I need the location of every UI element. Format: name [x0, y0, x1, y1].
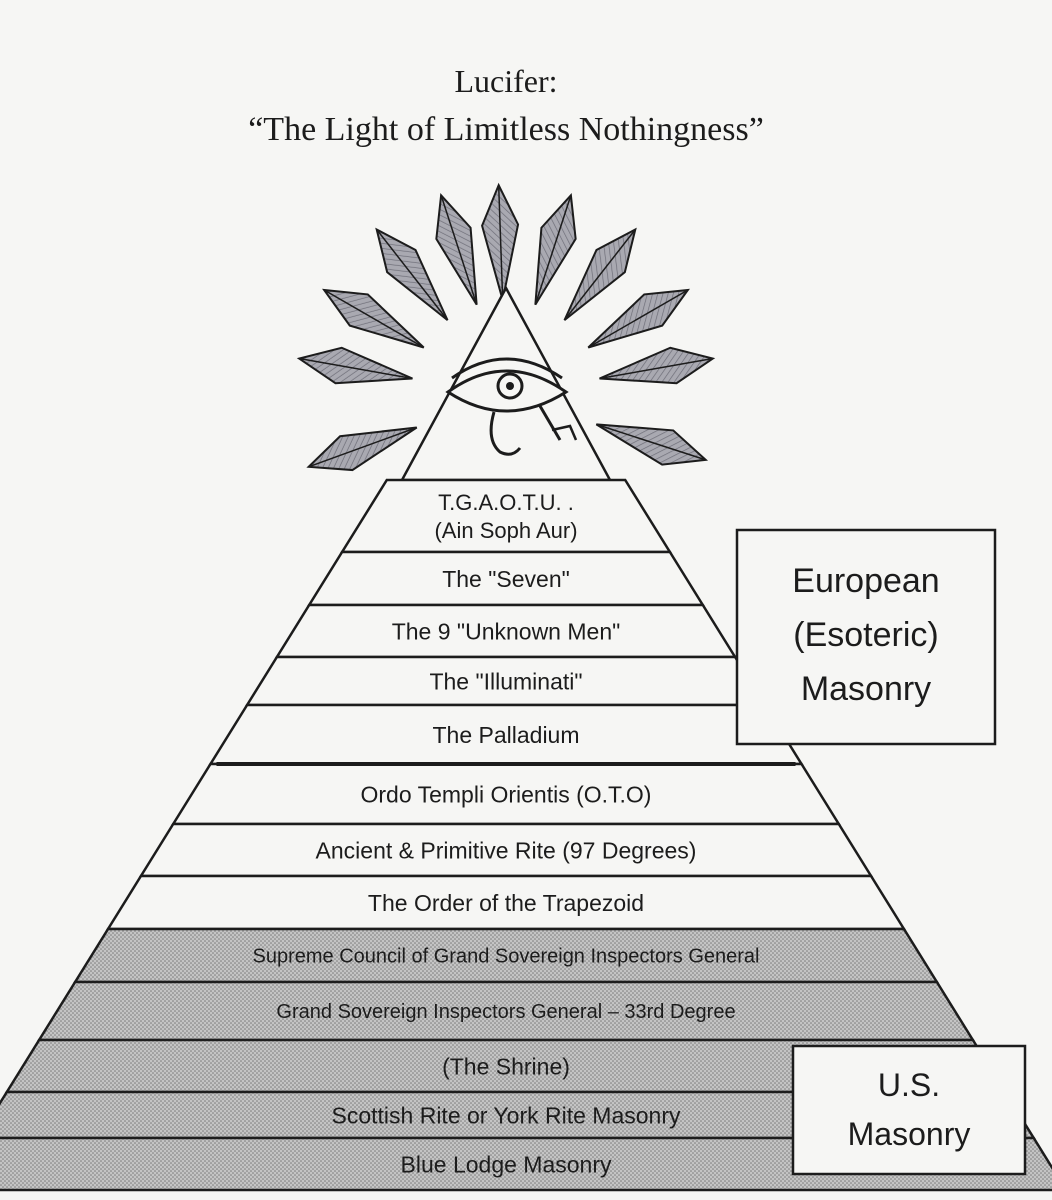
feather-ray-icon — [296, 346, 413, 385]
tier-label: The 9 "Unknown Men" — [392, 618, 621, 644]
title-line-2: “The Light of Limitless Nothingness” — [248, 111, 764, 148]
feather-ray-icon — [306, 426, 418, 472]
european-box-line-2: (Esoteric) — [793, 616, 938, 654]
us-box-line-1: U.S. — [878, 1067, 940, 1103]
feather-ray-icon — [595, 423, 709, 466]
tier-label: (Ain Soph Aur) — [434, 518, 577, 543]
tier-label: T.G.A.O.T.U. . — [438, 490, 574, 515]
feather-rays — [296, 182, 716, 472]
tier-label: Ordo Templi Orientis (O.T.O) — [361, 781, 652, 807]
tier-label: Supreme Council of Grand Sovereign Inspe… — [253, 946, 760, 968]
feather-ray-icon — [375, 227, 449, 321]
title-line-1: Lucifer: — [454, 63, 557, 99]
tier-label: Blue Lodge Masonry — [401, 1151, 612, 1177]
tier-label: (The Shrine) — [442, 1053, 570, 1079]
tier-label: The Order of the Trapezoid — [368, 890, 644, 916]
feather-ray-icon — [534, 192, 577, 306]
tier-label: Grand Sovereign Inspectors General – 33r… — [276, 1001, 735, 1023]
european-box-line-3: Masonry — [801, 670, 931, 708]
pyramid-tiers: T.G.A.O.T.U. . (Ain Soph Aur) The "Seven" T… — [0, 478, 1052, 1192]
tier-band — [0, 1136, 1052, 1192]
us-box-line-2: Masonry — [848, 1116, 971, 1152]
tier-label: Ancient & Primitive Rite (97 Degrees) — [316, 837, 697, 863]
feather-ray-icon — [435, 192, 478, 306]
tier-label: The "Seven" — [442, 566, 570, 592]
tier-label: The Palladium — [432, 722, 579, 748]
apex-triangle — [399, 285, 613, 482]
european-masonry-box: European (Esoteric) Masonry — [735, 528, 997, 746]
feather-ray-icon — [599, 346, 716, 385]
feather-ray-icon — [322, 288, 425, 349]
tier-label: Scottish Rite or York Rite Masonry — [332, 1102, 681, 1128]
feather-ray-icon — [587, 288, 690, 349]
european-box-line-1: European — [792, 562, 939, 600]
eye-of-providence-icon — [445, 357, 578, 456]
tier-label: The "Illuminati" — [429, 668, 582, 694]
us-masonry-box: U.S. Masonry — [791, 1044, 1027, 1176]
feather-ray-icon — [563, 227, 637, 321]
feather-ray-icon — [481, 182, 520, 301]
